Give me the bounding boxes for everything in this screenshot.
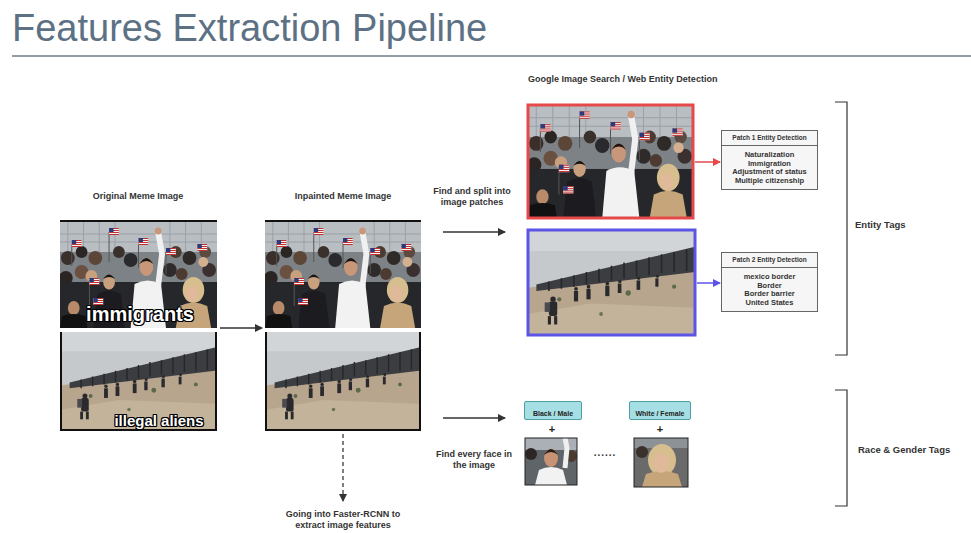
box-body: NaturalizationImmigrationAdjustment of s… (722, 146, 817, 189)
image-caption: Inpainted Meme Image (295, 191, 392, 202)
section-heading: Google Image Search / Web Entity Detecti… (528, 74, 717, 85)
bracket-label: Race & Gender Tags (858, 444, 950, 455)
entity-tag: Adjustment of status (726, 168, 813, 177)
tag-text: Black / Male (533, 410, 573, 417)
meme-caption: illegal aliens (114, 412, 203, 429)
image-caption: Original Meme Image (93, 191, 184, 202)
step-note: Going into Faster-RCNN to extract image … (276, 509, 411, 531)
meme-caption: immigrants (86, 303, 194, 325)
entity-tag: Border (726, 282, 813, 291)
ellipsis: ...... (594, 447, 617, 458)
entity-tag: United States (726, 299, 813, 308)
plus-sign: + (657, 424, 663, 435)
step-note: Find every face in the image (435, 449, 513, 471)
entity-box: Patch 1 Entity DetectionNaturalizationIm… (721, 130, 818, 190)
entity-tag: Border barrier (726, 290, 813, 299)
entity-tag: mexico border (726, 273, 813, 282)
box-heading: Patch 1 Entity Detection (722, 131, 817, 146)
plus-sign: + (549, 424, 555, 435)
entity-tag: Multiple citizenship (726, 177, 813, 186)
bracket-label: Entity Tags (855, 219, 906, 230)
box-heading: Patch 2 Entity Detection (722, 253, 817, 268)
box-body: mexico borderBorderBorder barrierUnited … (722, 268, 817, 311)
attribute-tag: White / Female (629, 401, 690, 420)
entity-box: Patch 2 Entity Detectionmexico borderBor… (721, 252, 818, 312)
tag-text: White / Female (635, 410, 684, 417)
entity-tag: Immigration (726, 160, 813, 169)
entity-tag: Naturalization (726, 151, 813, 160)
page-title: Features Extraction Pipeline (12, 6, 487, 50)
step-note: Find and split into image patches (426, 186, 518, 208)
attribute-tag: Black / Male (524, 401, 582, 420)
